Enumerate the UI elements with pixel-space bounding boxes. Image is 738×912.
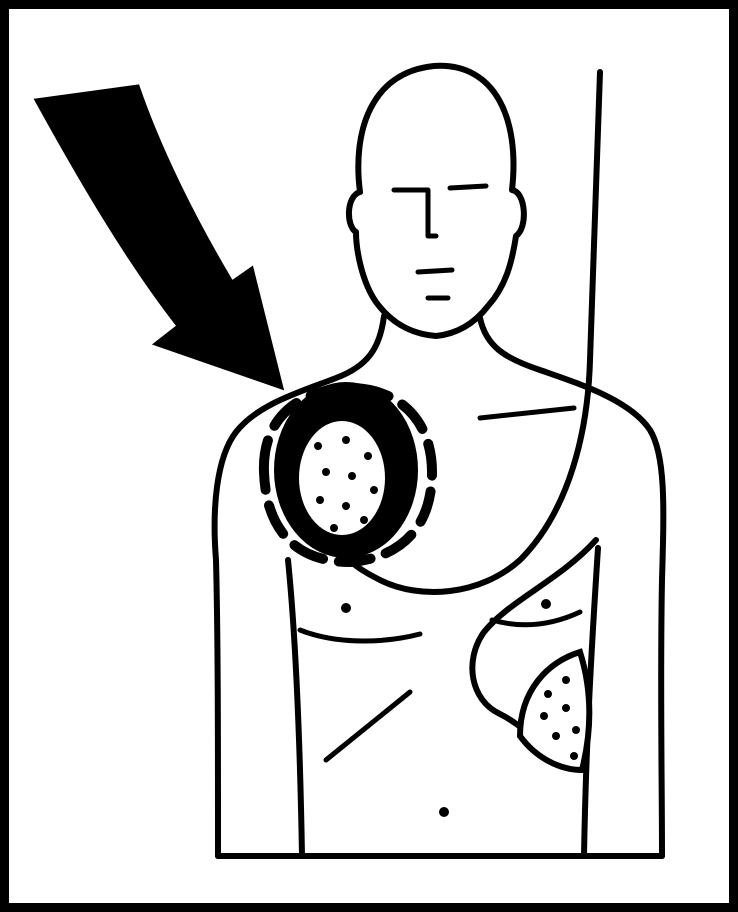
arrow-icon xyxy=(36,86,282,388)
torso xyxy=(215,316,664,856)
pad-icon xyxy=(520,652,589,770)
pad-icon xyxy=(264,384,432,562)
head xyxy=(349,66,524,336)
